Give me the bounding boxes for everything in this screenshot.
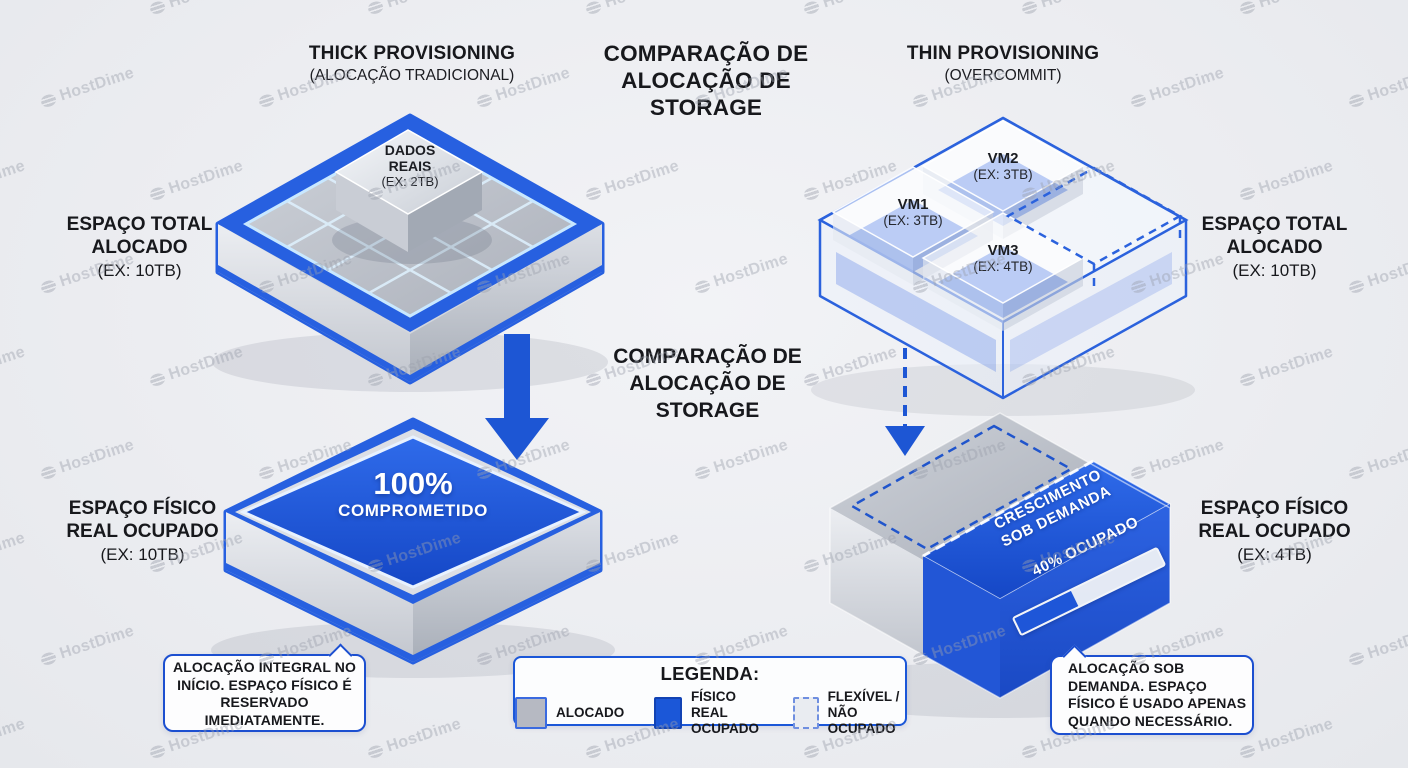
page-title: COMPARAÇÃO DE ALOCAÇÃO DE STORAGE bbox=[570, 40, 842, 121]
thin-occupied-line2: REAL OCUPADO bbox=[1198, 521, 1351, 542]
thin-occupied-line3: (EX: 4TB) bbox=[1237, 545, 1312, 564]
flexible-swatch-icon bbox=[793, 697, 819, 729]
vm3-size: (EX: 4TB) bbox=[973, 259, 1033, 274]
occupied-swatch-icon bbox=[654, 697, 682, 729]
allocated-swatch-icon bbox=[515, 697, 547, 729]
thick-callout-line2: INÍCIO. ESPAÇO FÍSICO É bbox=[177, 676, 352, 693]
legend-row: ALOCADO FÍSICO REAL OCUPADO FLEXÍVEL / N… bbox=[515, 689, 905, 737]
vm1-label: VM1 (EX: 3TB) bbox=[843, 196, 983, 229]
real-data-line2: REAIS bbox=[388, 158, 432, 174]
vm3-label: VM3 (EX: 4TB) bbox=[933, 242, 1073, 275]
thick-occupied-label: ESPAÇO FÍSICO REAL OCUPADO (EX: 10TB) bbox=[50, 497, 235, 566]
vm2-name: VM2 bbox=[987, 150, 1019, 167]
thin-callout: ALOCAÇÃO SOB DEMANDA. ESPAÇO FÍSICO É US… bbox=[1050, 644, 1254, 735]
legend-flexible-label-line2: NÃO OCUPADO bbox=[827, 705, 896, 736]
down-arrow bbox=[485, 334, 549, 460]
real-data-line3: (EX: 2TB) bbox=[381, 174, 439, 189]
vm2-size: (EX: 3TB) bbox=[973, 167, 1033, 182]
thick-occupied-box bbox=[211, 417, 615, 678]
vm2-label: VM2 (EX: 3TB) bbox=[933, 150, 1073, 183]
legend-flexible-label-line1: FLEXÍVEL / bbox=[827, 689, 900, 704]
flexible-area-dashed bbox=[849, 424, 1074, 551]
center-caption-line2: ALOCAÇÃO DE bbox=[629, 372, 786, 395]
legend-item-allocated: ALOCADO bbox=[515, 697, 624, 729]
thick-total-line3: (EX: 10TB) bbox=[97, 261, 182, 280]
legend-allocated-label: ALOCADO bbox=[556, 705, 625, 720]
real-data-cube bbox=[334, 129, 484, 252]
vm1-name: VM1 bbox=[897, 196, 929, 213]
vm3-name: VM3 bbox=[987, 242, 1019, 259]
real-data-label: DADOS REAIS (EX: 2TB) bbox=[330, 142, 490, 190]
flexible-slot-dashed bbox=[1005, 166, 1183, 290]
thin-total-line3: (EX: 10TB) bbox=[1232, 261, 1317, 280]
thick-callout-line4: IMEDIATAMENTE. bbox=[204, 711, 325, 728]
thick-callout: ALOCAÇÃO INTEGRAL NO INÍCIO. ESPAÇO FÍSI… bbox=[163, 643, 366, 732]
thick-total-line1: ESPAÇO TOTAL bbox=[66, 214, 213, 235]
thick-heading: THICK PROVISIONING bbox=[308, 43, 516, 64]
vm1-size: (EX: 3TB) bbox=[883, 213, 943, 228]
center-caption-line1: COMPARAÇÃO DE bbox=[613, 345, 802, 368]
thick-occupied-line2: REAL OCUPADO bbox=[66, 521, 219, 542]
thick-allocated-box bbox=[212, 113, 608, 392]
thin-total-line1: ESPAÇO TOTAL bbox=[1201, 214, 1348, 235]
thin-callout-line4: QUANDO NECESSÁRIO. bbox=[1068, 712, 1233, 729]
legend-item-occupied: FÍSICO REAL OCUPADO bbox=[654, 689, 763, 737]
dashed-down-arrow bbox=[885, 348, 925, 456]
thick-total-line2: ALOCADO bbox=[91, 237, 188, 258]
thin-heading: THIN PROVISIONING bbox=[906, 43, 1100, 64]
center-caption-line3: STORAGE bbox=[655, 399, 760, 422]
thin-occupied-label: ESPAÇO FÍSICO REAL OCUPADO (EX: 4TB) bbox=[1182, 497, 1367, 566]
thin-total-line2: ALOCADO bbox=[1226, 237, 1323, 258]
center-caption: COMPARAÇÃO DE ALOCAÇÃO DE STORAGE bbox=[595, 343, 820, 424]
legend-item-flexible: FLEXÍVEL / NÃO OCUPADO bbox=[793, 689, 905, 737]
thin-occupied-line1: ESPAÇO FÍSICO bbox=[1200, 498, 1349, 519]
legend-occupied-label-line1: FÍSICO REAL bbox=[690, 689, 736, 720]
legend-title: LEGENDA: bbox=[660, 663, 760, 684]
page-title-line1: COMPARAÇÃO DE bbox=[603, 41, 809, 66]
committed-label: 100% COMPROMETIDO bbox=[313, 467, 513, 521]
thin-allocated-box bbox=[811, 116, 1195, 416]
thick-callout-line1: ALOCAÇÃO INTEGRAL NO bbox=[173, 659, 356, 675]
thick-subheading: (ALOCAÇÃO TRADICIONAL) bbox=[309, 67, 515, 84]
thin-total-label: ESPAÇO TOTAL ALOCADO (EX: 10TB) bbox=[1182, 213, 1367, 282]
thick-total-label: ESPAÇO TOTAL ALOCADO (EX: 10TB) bbox=[47, 213, 232, 282]
thin-callout-line1: ALOCAÇÃO SOB bbox=[1068, 660, 1185, 676]
thin-callout-line2: DEMANDA. ESPAÇO bbox=[1068, 677, 1207, 694]
thin-callout-line3: FÍSICO É USADO APENAS bbox=[1068, 695, 1247, 711]
thin-heading-block: THIN PROVISIONING (OVERCOMMIT) bbox=[888, 42, 1118, 85]
legend-occupied-label-line2: OCUPADO bbox=[690, 721, 759, 736]
thick-callout-line3: RESERVADO bbox=[220, 694, 309, 710]
legend-panel: LEGENDA: ALOCADO FÍSICO REAL OCUPADO FLE… bbox=[513, 656, 907, 736]
thick-heading-block: THICK PROVISIONING (ALOCAÇÃO TRADICIONAL… bbox=[297, 42, 527, 85]
page-title-line2: ALOCAÇÃO DE STORAGE bbox=[621, 68, 791, 120]
thick-occupied-line1: ESPAÇO FÍSICO bbox=[68, 498, 217, 519]
thick-occupied-line3: (EX: 10TB) bbox=[100, 545, 185, 564]
committed-percent: 100% bbox=[373, 466, 453, 501]
real-data-line1: DADOS bbox=[384, 142, 436, 158]
committed-text: COMPROMETIDO bbox=[338, 501, 488, 520]
thin-subheading: (OVERCOMMIT) bbox=[944, 67, 1062, 84]
